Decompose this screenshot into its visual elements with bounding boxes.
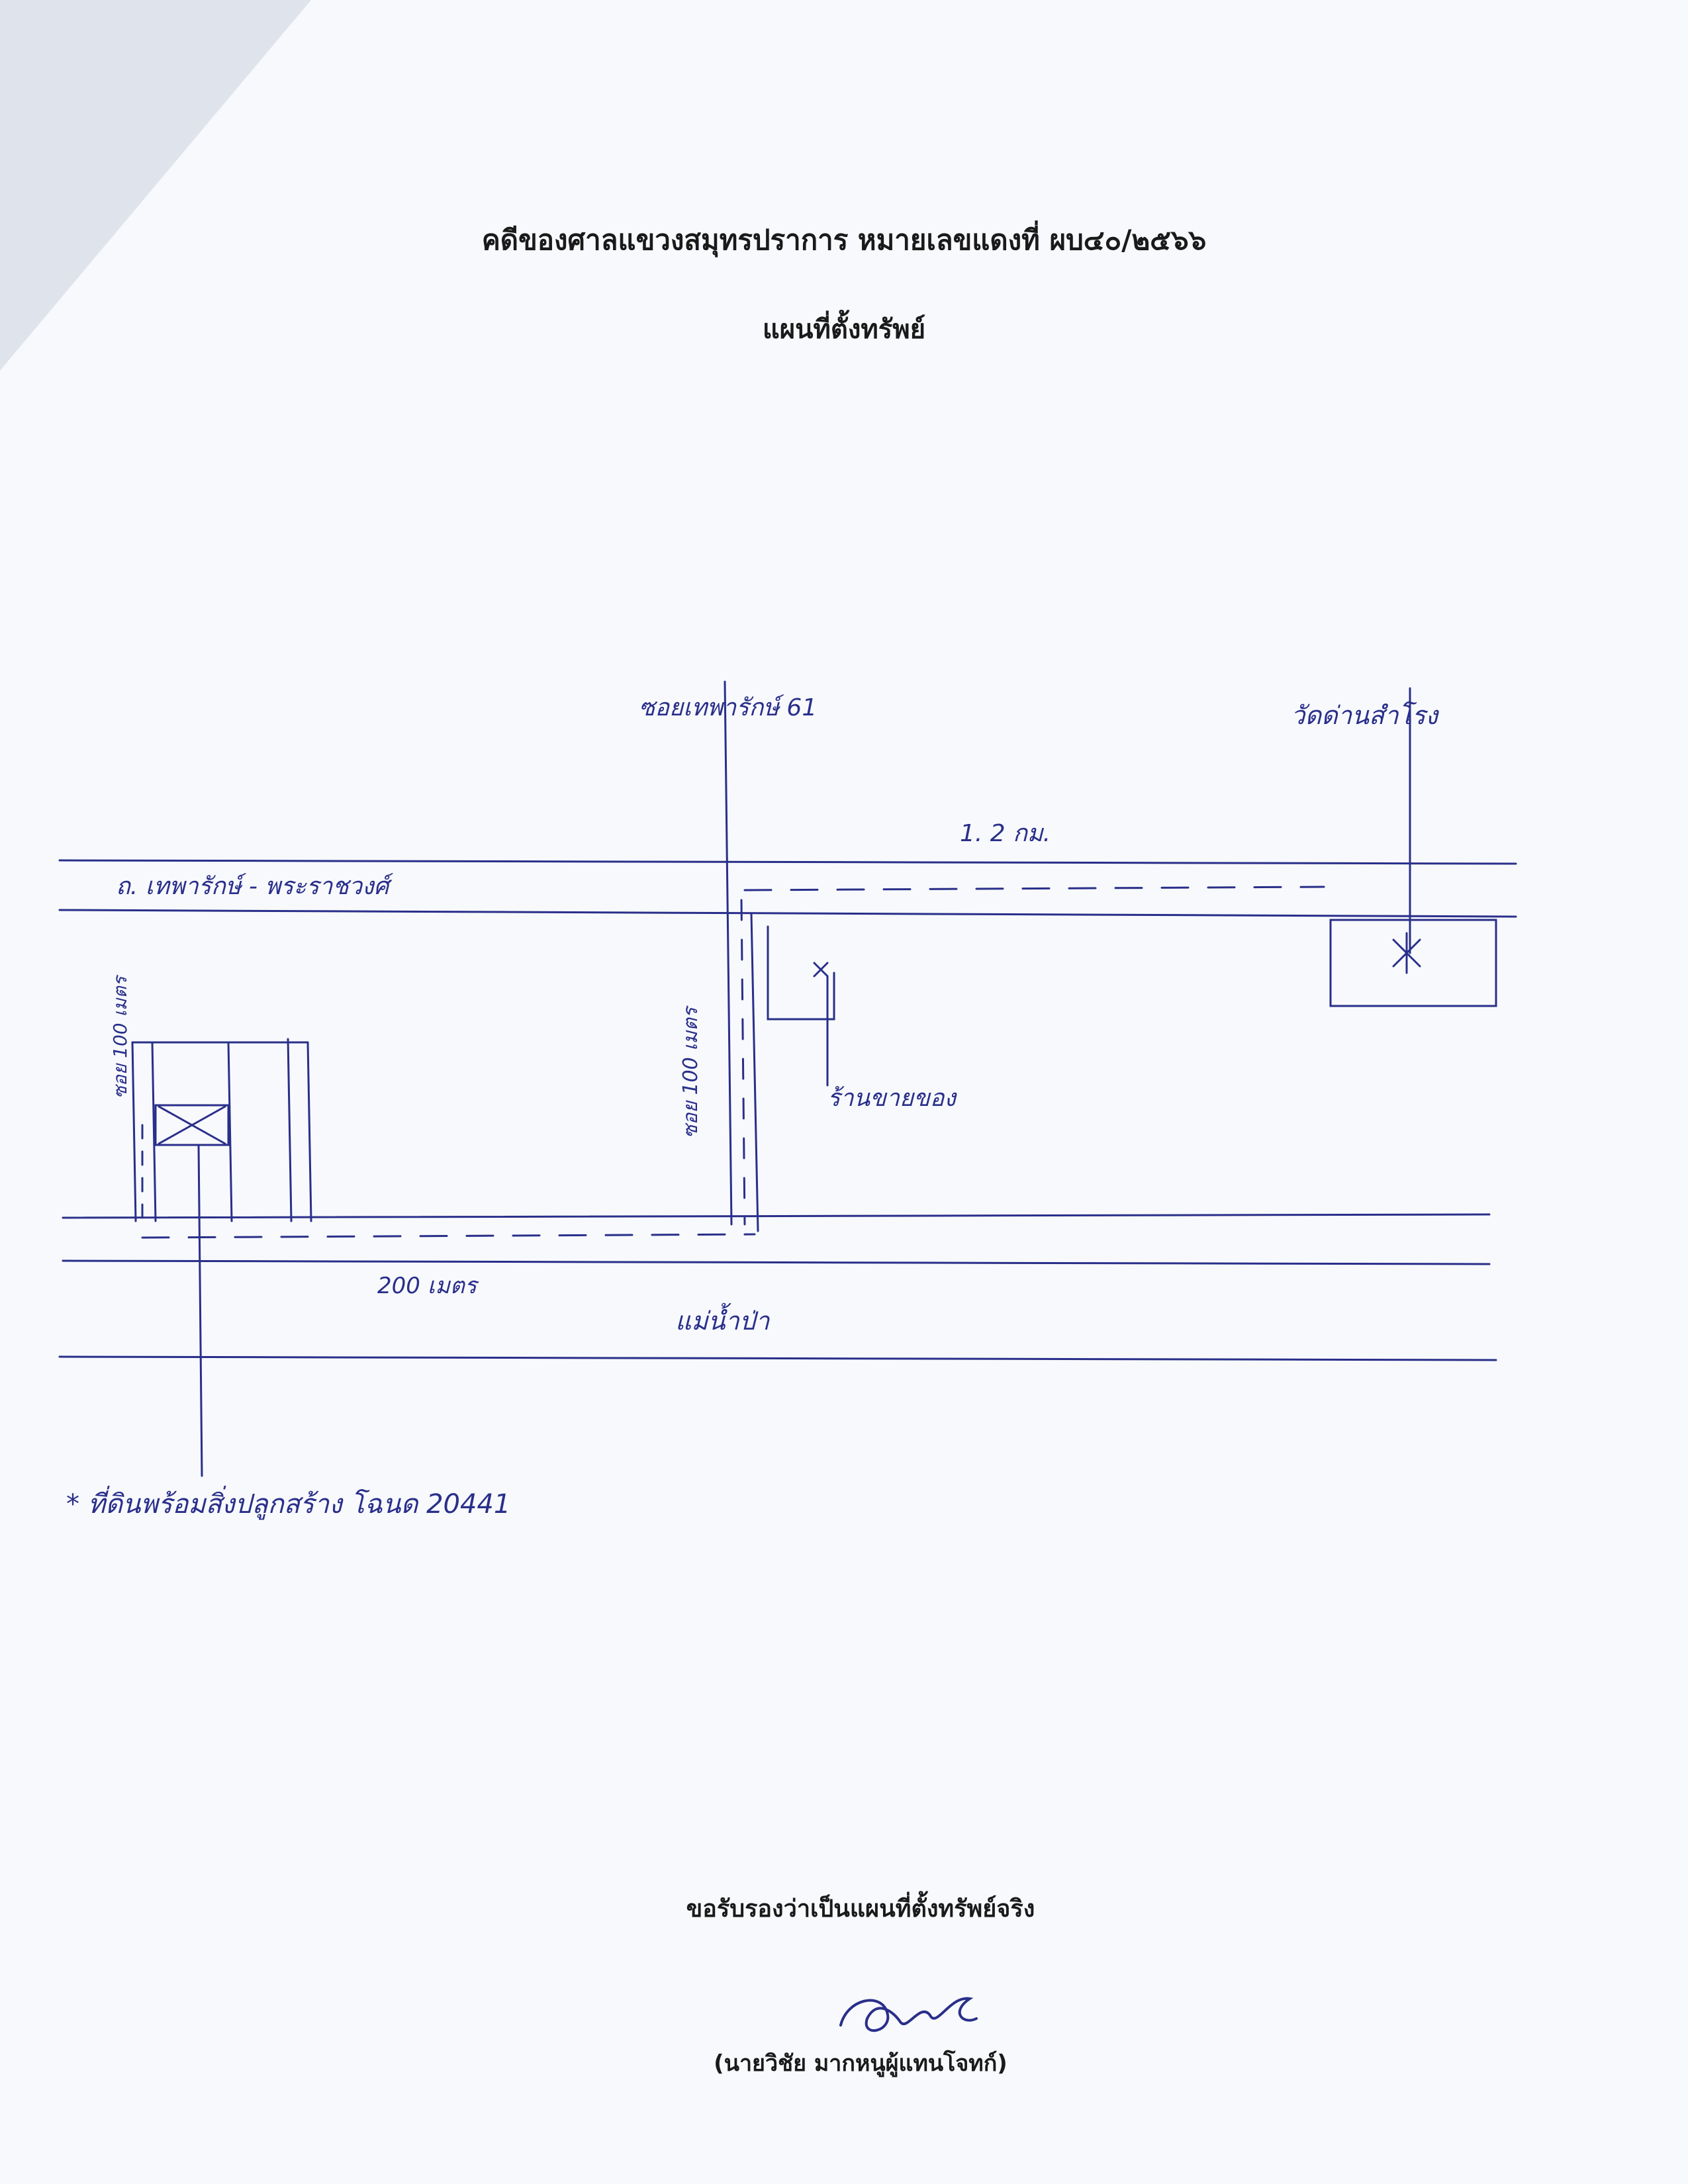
canal-label: แม่น้ำป่า — [675, 1306, 770, 1336]
map-title: แผนที่ตั้งทรัพย์ — [762, 314, 926, 345]
representative-name: (นายวิชัย มากหนูผู้แทนโจทก์) — [714, 2050, 1008, 2077]
main-road-bottom-edge — [58, 909, 1517, 918]
property-note: * ที่ดินพร้อมสิ่งปลูกสร้าง โฉนด 20441 — [66, 1489, 511, 1520]
representative-signature — [839, 1997, 978, 2032]
lot-edge-5 — [306, 1041, 312, 1222]
property-box — [154, 1104, 230, 1146]
lower-road-1 — [62, 1213, 1491, 1219]
property-x-icon — [158, 1105, 226, 1145]
canal-line — [58, 1355, 1497, 1361]
lot-edge-2 — [151, 1041, 157, 1222]
left-distance-label: ซอย 100 เมตร — [109, 976, 131, 1099]
soi-label: ซอยเทพารักษ์ 61 — [639, 694, 818, 721]
distance-km-label: 1. 2 กม. — [960, 820, 1051, 847]
soi-route-arrow — [740, 899, 746, 1226]
property-pointer — [197, 1144, 203, 1477]
main-road-label: ถ. เทพารักษ์ - พระราชวงศ์ — [116, 873, 389, 900]
lot-edge-3 — [227, 1041, 233, 1222]
shop-label: ร้านขายของ — [827, 1085, 956, 1112]
temple-plot — [1329, 919, 1497, 1007]
certification-text: ขอรับรองว่าเป็นแผนที่ตั้งทรัพย์จริง — [686, 1895, 1035, 1923]
shop-outline — [767, 925, 835, 1021]
lot-edge-1 — [131, 1041, 137, 1222]
distance-200-label: 200 เมตร — [377, 1273, 477, 1299]
temple-mark-icon — [1392, 932, 1421, 974]
main-road-top-edge — [58, 859, 1517, 865]
soi-line-left — [724, 680, 733, 1226]
temple-label: วัดด่านสำโรง — [1291, 701, 1438, 730]
shop-mark-icon — [813, 962, 829, 978]
lot-edge-4 — [287, 1038, 293, 1222]
route-arrow-line — [743, 886, 1325, 891]
branch-distance-label: ซอย 100 เมตร — [679, 1007, 702, 1138]
case-title: คดีของศาลแขวงสมุทรปราการ หมายเลขแดงที่ ผ… — [481, 224, 1207, 256]
soi-line-right — [750, 912, 759, 1232]
folded-corner — [0, 0, 311, 371]
lower-road-2 — [62, 1259, 1491, 1265]
lower-route-arrow — [141, 1233, 756, 1239]
